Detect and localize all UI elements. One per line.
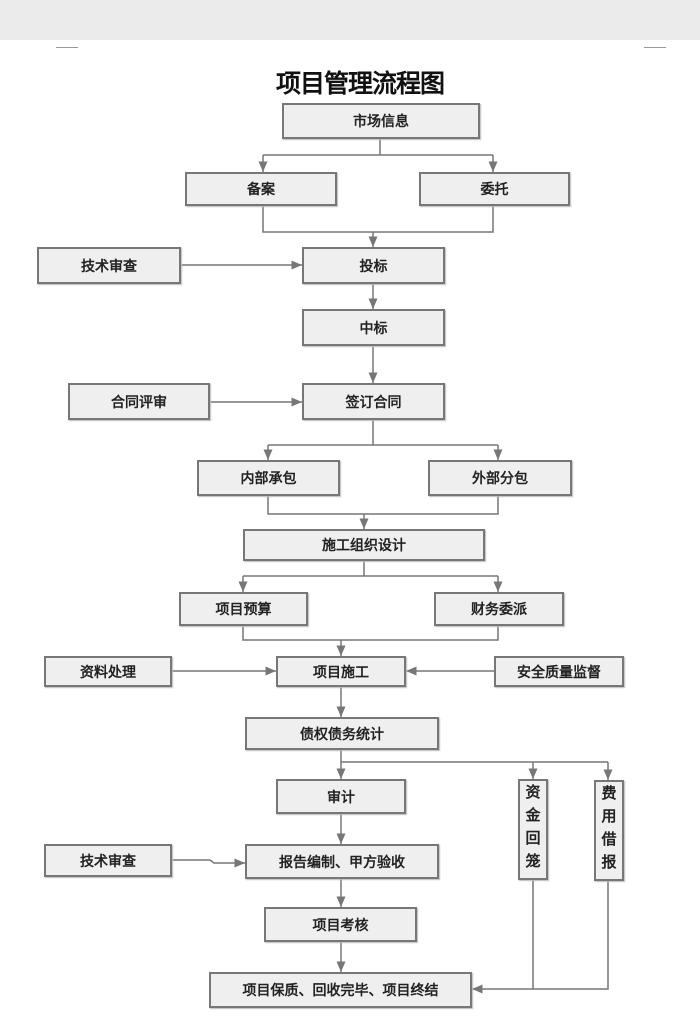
- node-debt-statistics: 债权债务统计: [245, 717, 439, 750]
- node-win-bid: 中标: [302, 309, 445, 346]
- node-audit: 审计: [276, 779, 406, 814]
- node-contract-review: 合同评审: [68, 383, 210, 420]
- node-bidding: 投标: [302, 247, 445, 284]
- page-title: 项目管理流程图: [275, 69, 445, 98]
- node-fund-recovery: 资金回笼: [518, 779, 548, 880]
- node-filing: 备案: [185, 172, 337, 206]
- viewer-top-bar: [0, 0, 700, 40]
- node-market-info: 市场信息: [282, 103, 480, 139]
- node-tech-review: 技术审查: [37, 247, 181, 284]
- page-corner-mark: [56, 47, 78, 48]
- node-data-processing: 资料处理: [44, 656, 172, 687]
- node-sign-contract: 签订合同: [302, 383, 445, 420]
- node-project-end: 项目保质、回收完毕、项目终结: [209, 972, 472, 1008]
- node-project-budget: 项目预算: [179, 592, 308, 626]
- node-finance-assign: 财务委派: [434, 592, 564, 626]
- page-corner-mark: [644, 47, 666, 48]
- node-expense-report: 费用借报: [594, 780, 624, 881]
- node-safety-supervision: 安全质量监督: [494, 656, 624, 687]
- node-tech-review-2: 技术审查: [44, 844, 172, 877]
- node-project-assessment: 项目考核: [264, 907, 417, 942]
- node-report-acceptance: 报告编制、甲方验收: [245, 844, 439, 879]
- node-external-subcontract: 外部分包: [428, 460, 572, 496]
- node-internal-contract: 内部承包: [197, 460, 340, 496]
- node-project-construction: 项目施工: [276, 656, 406, 687]
- node-construction-design: 施工组织设计: [243, 529, 485, 561]
- node-entrust: 委托: [419, 172, 570, 206]
